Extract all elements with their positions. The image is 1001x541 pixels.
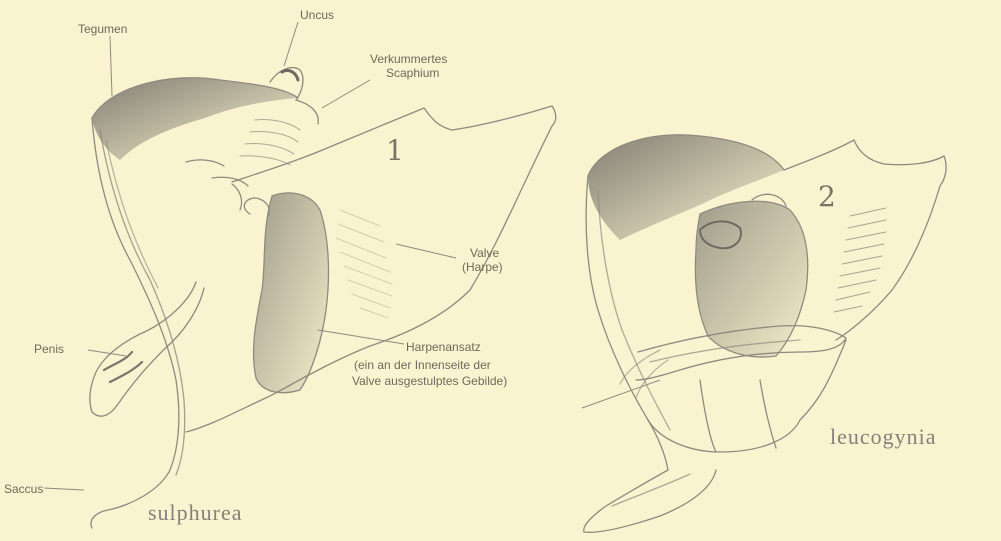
fig2-valve	[784, 140, 946, 340]
figure-1-species-label: sulphurea	[148, 500, 243, 526]
figure-1-drawing	[90, 68, 556, 528]
label-scaphium-line2: Scaphium	[386, 66, 439, 80]
label-valve-line1: Valve	[470, 246, 499, 260]
label-harpenansatz-line1: Harpenansatz	[406, 340, 481, 354]
fig1-tegumen-shading	[92, 78, 298, 160]
fig2-valve-hatching	[834, 208, 886, 312]
label-uncus: Uncus	[300, 8, 334, 22]
leader-lines-fig2	[582, 380, 660, 408]
fig1-penis	[90, 282, 204, 416]
figure-1-number: 1	[386, 134, 404, 167]
label-harpenansatz-line2: (ein an der Innenseite der	[354, 358, 491, 372]
figure-2-drawing	[584, 135, 946, 533]
label-penis: Penis	[34, 342, 64, 356]
label-scaphium-line1: Verkummertes	[370, 52, 447, 66]
fig1-harpenansatz	[254, 193, 329, 393]
figure-2-number: 2	[818, 180, 836, 213]
label-tegumen: Tegumen	[78, 22, 127, 36]
fig2-saccus	[584, 470, 716, 532]
figure-2-species-label: leucogynia	[830, 424, 937, 450]
label-harpenansatz-line3: Valve ausgestulptes Gebilde)	[352, 374, 507, 388]
fig1-body-left-edge	[91, 118, 179, 528]
label-saccus: Saccus	[4, 482, 43, 496]
label-valve-line2: (Harpe)	[462, 260, 503, 274]
fig1-valve-stipple	[336, 210, 392, 318]
fig2-harpenansatz	[695, 201, 807, 357]
